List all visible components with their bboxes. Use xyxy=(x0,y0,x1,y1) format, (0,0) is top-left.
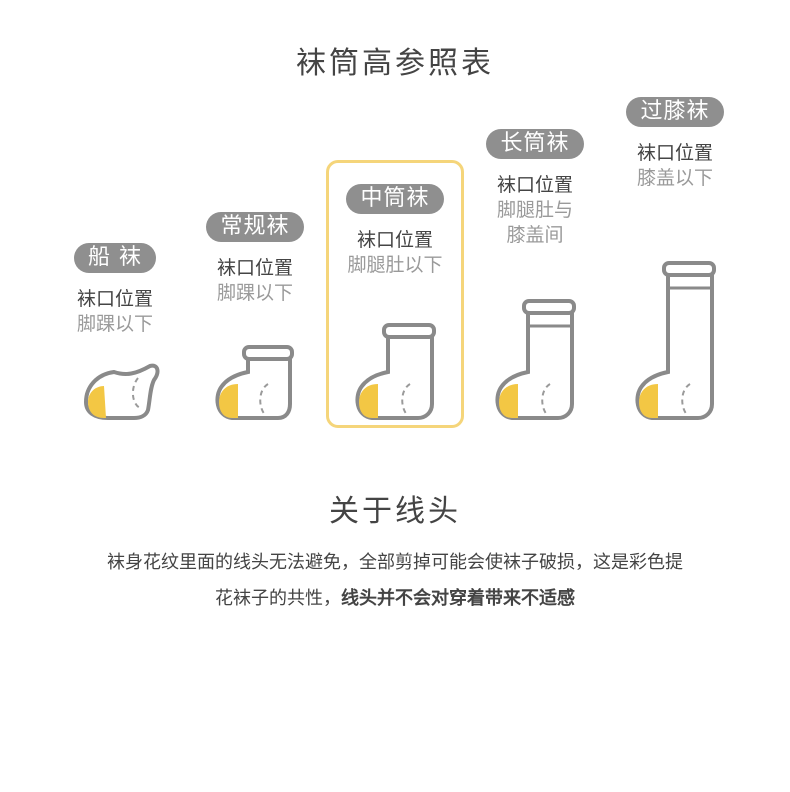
mid-sock-icon xyxy=(355,323,436,420)
section-title-thread-ends: 关于线头 xyxy=(329,494,461,529)
thread-note-line-1: 袜身花纹里面的线头无法避免，全部剪掉可能会使袜子破损，这是彩色提 xyxy=(107,552,683,573)
cuff-position-label: 袜口位置 xyxy=(76,288,153,310)
cuff-position-label: 袜口位置 xyxy=(496,174,573,196)
column-regular-sock: 常规袜 袜口位置 脚踝以下 xyxy=(180,212,330,306)
cuff-position-label: 袜口位置 xyxy=(216,257,293,279)
sock-type-badge: 中筒袜 xyxy=(346,184,444,214)
column-long-sock: 长筒袜 袜口位置 脚腿肚与 膝盖间 xyxy=(460,129,610,248)
sock-type-badge: 常规袜 xyxy=(206,212,304,242)
cuff-level-text: 膝盖以下 xyxy=(636,167,713,189)
regular-sock-icon xyxy=(215,345,294,420)
sock-type-badge: 船 袜 xyxy=(74,243,156,273)
thread-note-bold: 线头并不会对穿着带来不适感 xyxy=(341,588,575,609)
cuff-position-label: 袜口位置 xyxy=(356,229,433,251)
column-mid-sock: 中筒袜 袜口位置 脚腿肚以下 xyxy=(320,184,470,278)
cuff-level-text: 脚腿肚与 xyxy=(496,199,573,221)
cuff-level-text: 脚踝以下 xyxy=(216,282,293,304)
thread-note-line-2: 花袜子的共性，线头并不会对穿着带来不适感 xyxy=(0,584,790,614)
sock-type-badge: 过膝袜 xyxy=(626,97,724,127)
cuff-position-label: 袜口位置 xyxy=(636,142,713,164)
boat-sock-icon xyxy=(83,363,160,420)
sock-type-badge: 长筒袜 xyxy=(486,129,584,159)
cuff-level-text: 脚踝以下 xyxy=(76,313,153,335)
over-knee-sock-icon xyxy=(635,261,716,420)
thread-note-normal: 花袜子的共性， xyxy=(215,588,341,609)
cuff-level-text: 膝盖间 xyxy=(506,224,564,246)
page-title: 袜筒高参照表 xyxy=(296,46,494,81)
long-sock-icon xyxy=(495,299,576,420)
cuff-level-text: 脚腿肚以下 xyxy=(347,254,443,276)
column-over-knee-sock: 过膝袜 袜口位置 膝盖以下 xyxy=(600,97,750,191)
highlight-frame xyxy=(326,160,464,428)
column-boat-sock: 船 袜 袜口位置 脚踝以下 xyxy=(40,243,190,337)
